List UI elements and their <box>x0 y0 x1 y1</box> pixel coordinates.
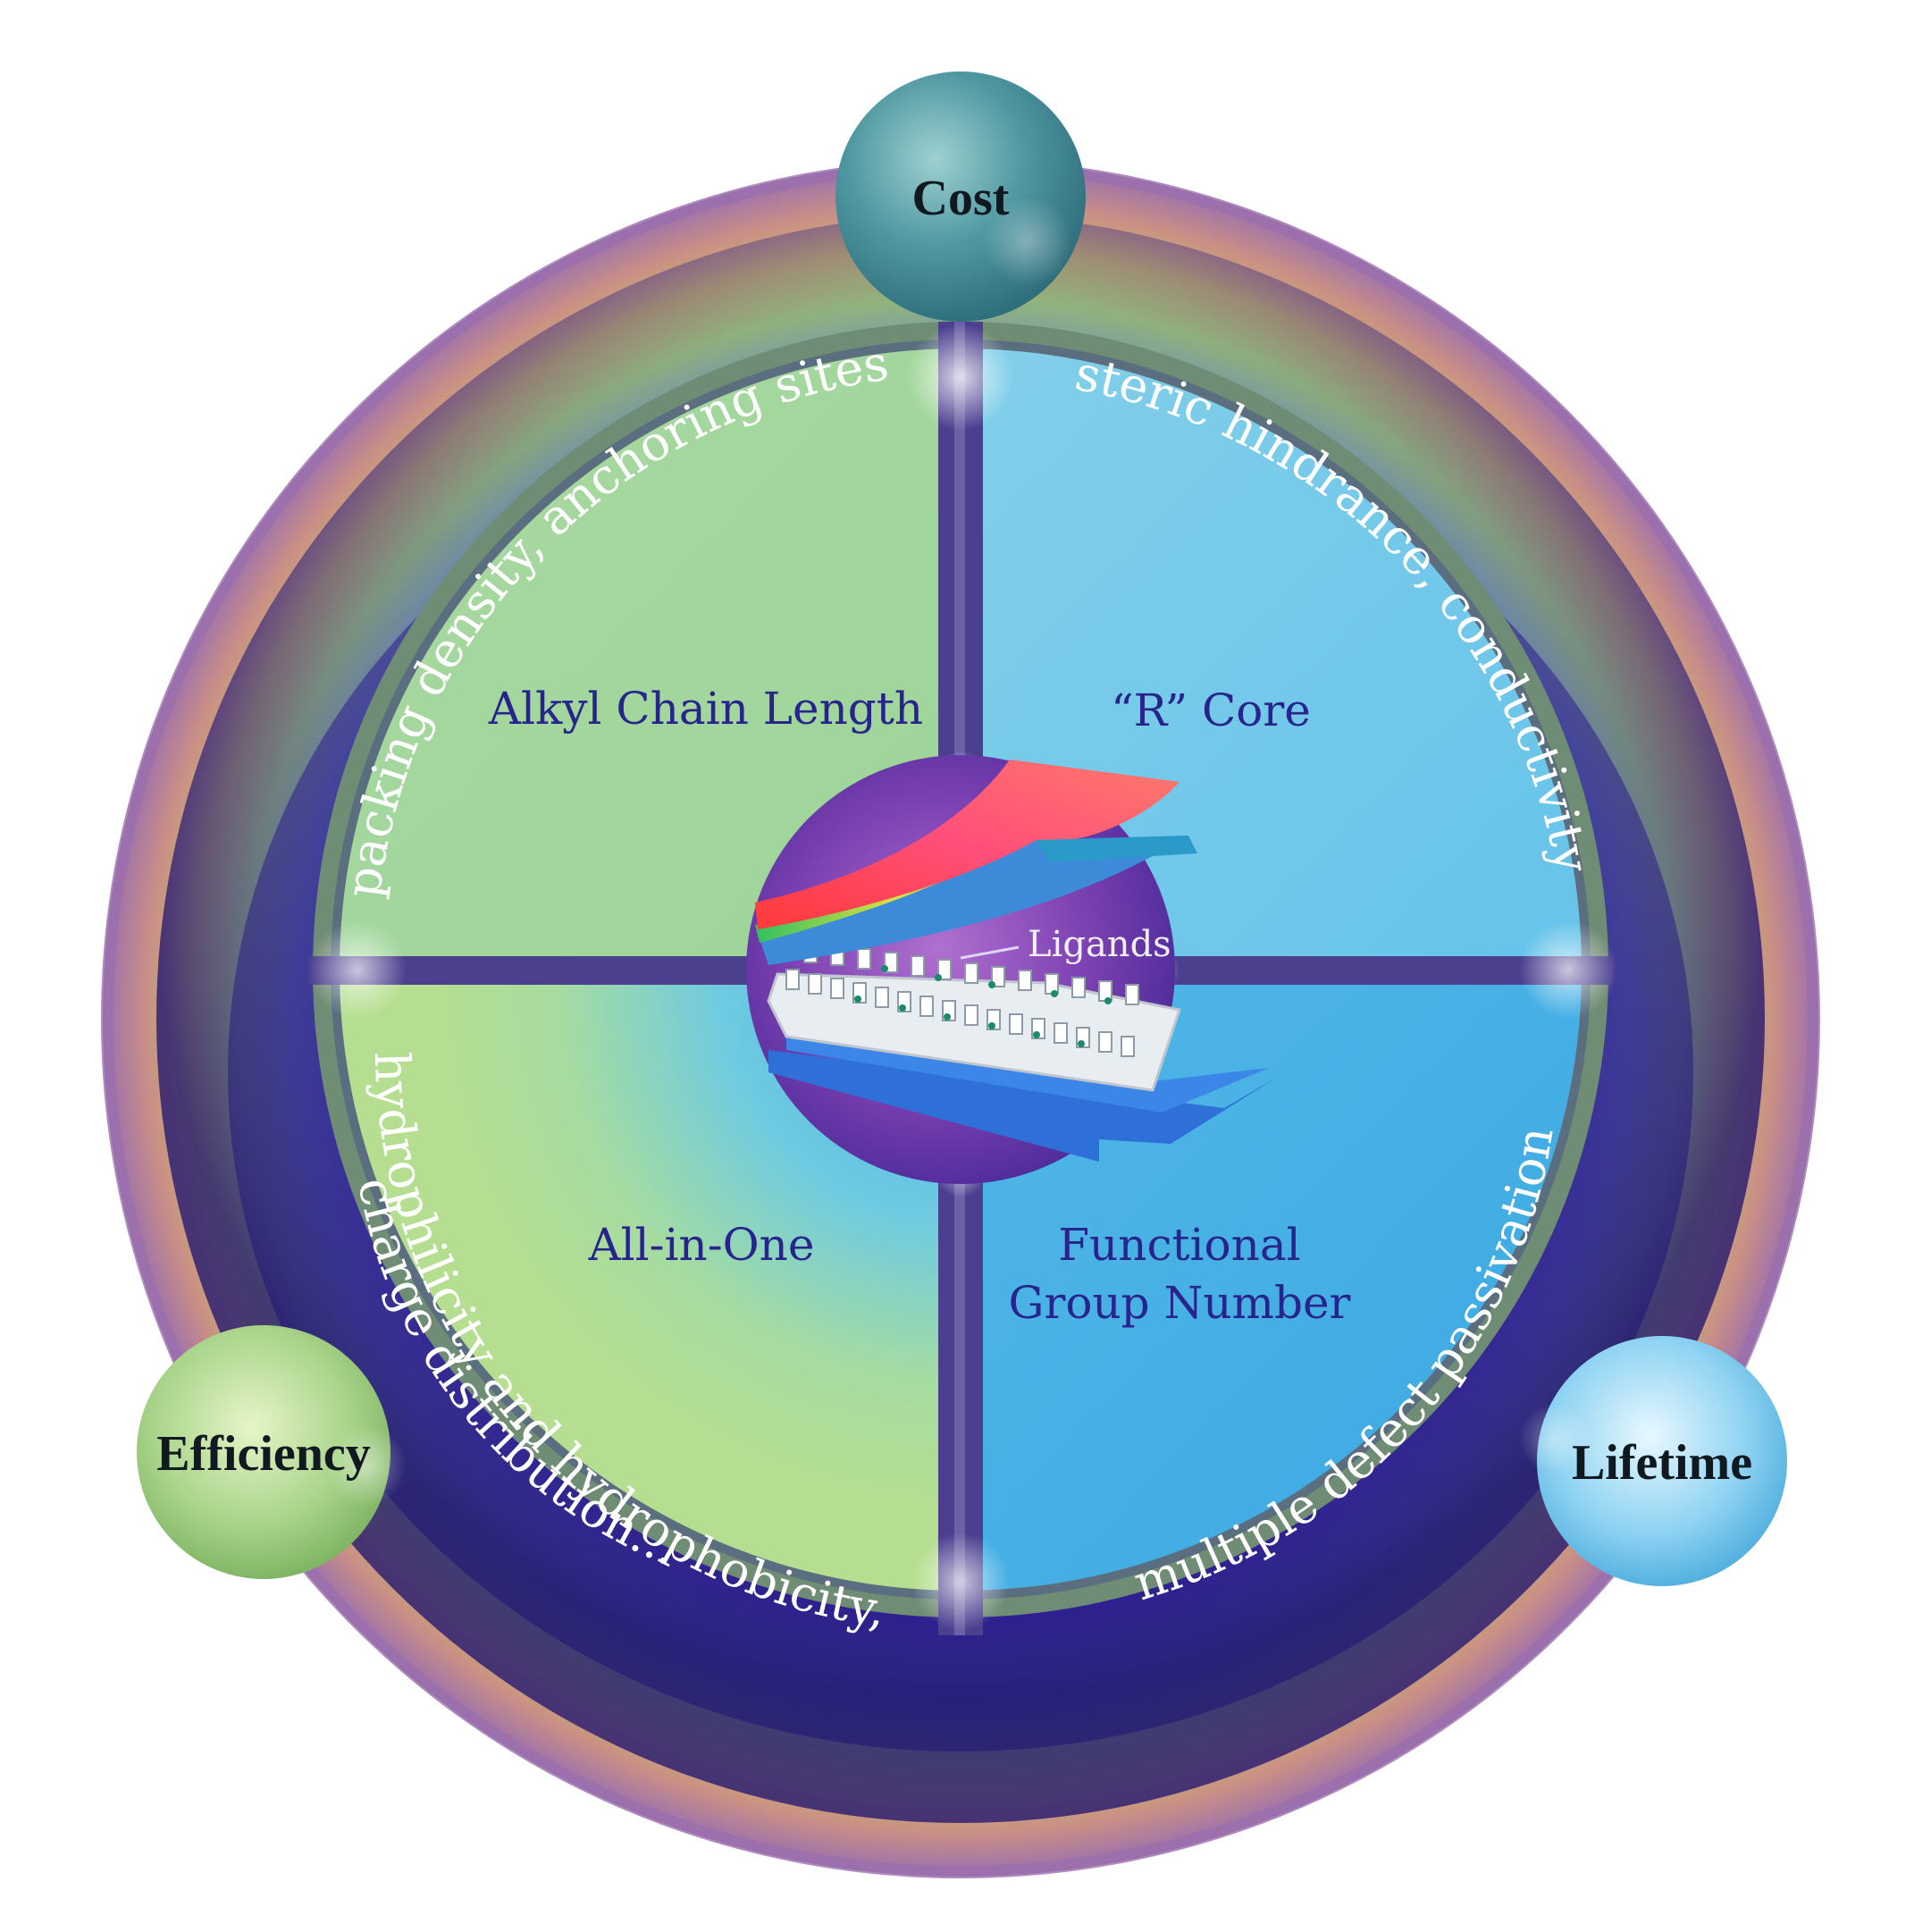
orb-efficiency-label: Efficiency <box>156 1426 370 1482</box>
orb-lifetime-label: Lifetime <box>1572 1435 1752 1491</box>
ligand-label: Ligands <box>1028 924 1171 965</box>
ligand-pointer <box>960 945 1020 960</box>
sheet-blue <box>760 836 1188 965</box>
substrate-layer <box>768 1050 1278 1162</box>
ligand-illustration: Ligands <box>746 755 1278 1184</box>
orb-efficiency: Efficiency <box>137 1325 407 1579</box>
label-alkyl-chain-length: Alkyl Chain Length <box>488 683 923 735</box>
orb-cost: Cost <box>835 71 1086 322</box>
ligand-dots <box>854 965 1112 1047</box>
orb-cost-label: Cost <box>912 171 1010 226</box>
sheet-red <box>755 760 1180 929</box>
label-all-in-one: All-in-One <box>588 1219 815 1271</box>
sheet-teal <box>1037 836 1197 862</box>
label-functional: Functional <box>1058 1219 1300 1271</box>
label-r-core: “R” Core <box>1111 685 1311 736</box>
label-group-number: Group Number <box>1009 1277 1351 1329</box>
orb-lifetime: Lifetime <box>1519 1336 1787 1586</box>
